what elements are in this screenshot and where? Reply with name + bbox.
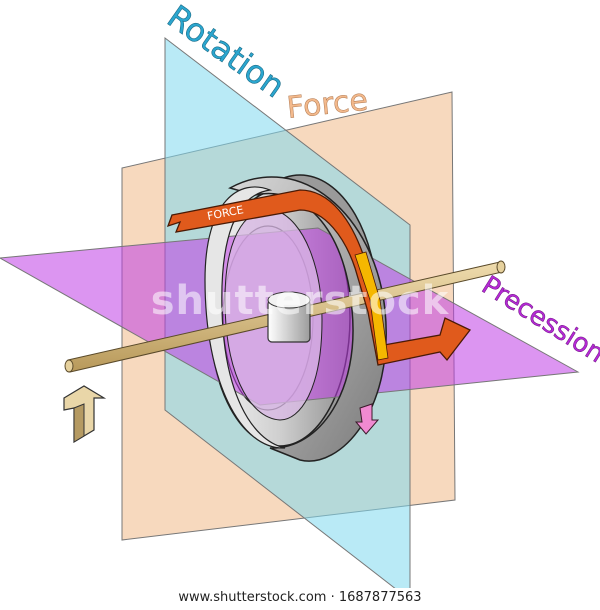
watermark-bar <box>0 588 600 610</box>
force-label: Force <box>285 83 369 126</box>
up-arrow-icon <box>63 385 107 444</box>
watermark-footer: www.shutterstock.com · 1687877563 <box>178 590 422 605</box>
force-arrow: FORCE <box>166 189 472 366</box>
rotation-arrow-icon <box>354 403 380 435</box>
gyro-hub <box>267 291 311 343</box>
